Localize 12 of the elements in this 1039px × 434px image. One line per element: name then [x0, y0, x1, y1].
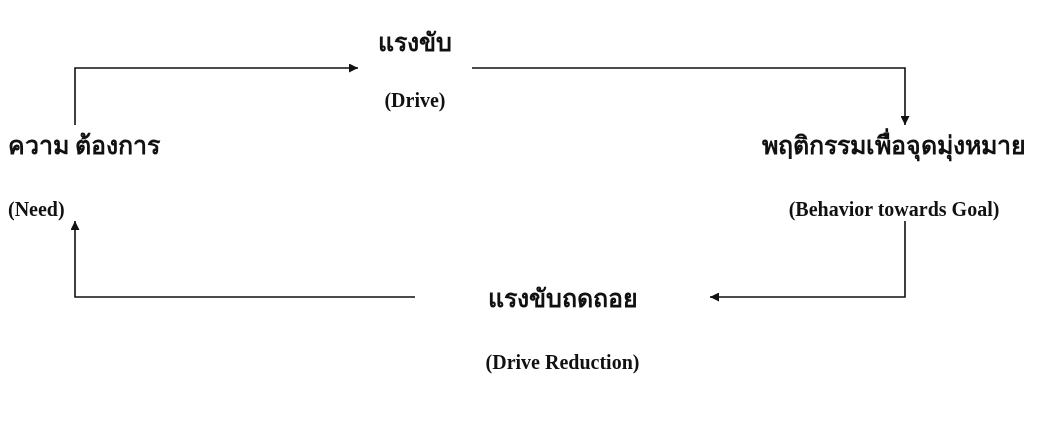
node-title: พฤติกรรมเพื่อจุดมุ่งหมาย: [762, 125, 1026, 165]
arrow: [709, 220, 906, 302]
arrow: [70, 220, 416, 298]
node-subtitle: (Need): [8, 198, 65, 221]
node-subtitle: (Drive): [384, 89, 446, 112]
node-subtitle: (Drive Reduction): [485, 351, 640, 374]
node-subtitle: (Behavior towards Goal): [788, 198, 1000, 221]
node-title: ความ ต้องการ: [8, 131, 161, 161]
node-title: แรงขับ: [378, 28, 452, 58]
node-title: แรงขับถดถอย: [487, 284, 638, 314]
arrow: [471, 67, 910, 126]
arrow: [74, 63, 359, 126]
